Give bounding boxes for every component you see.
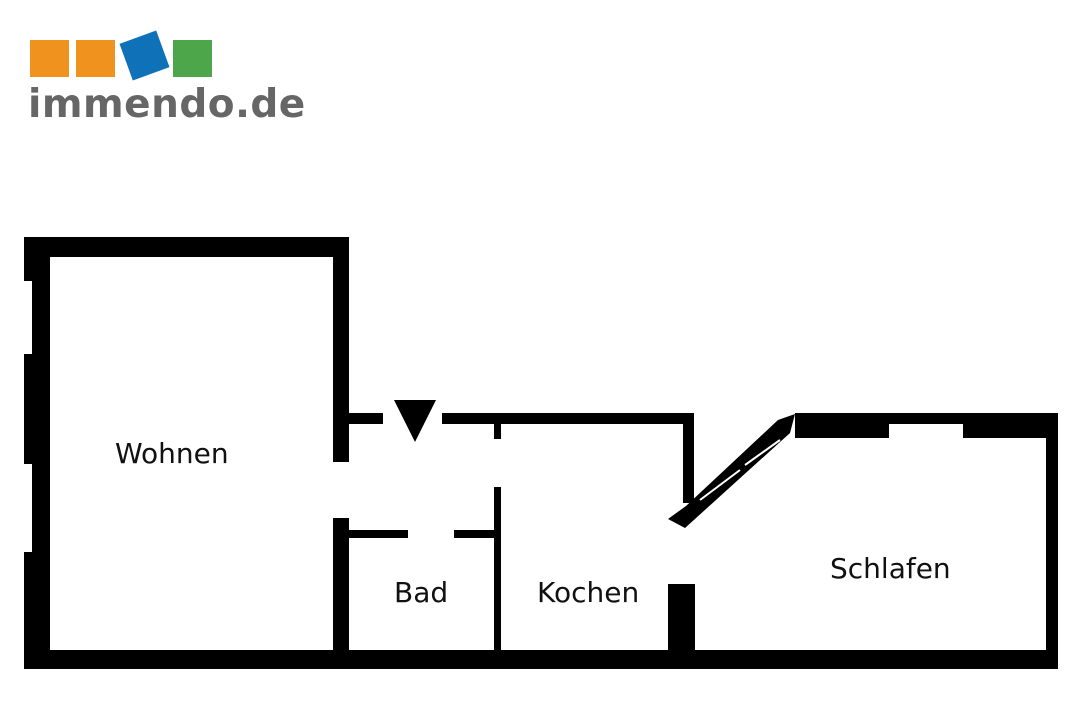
schlafen-wall-top-2 — [963, 413, 1058, 438]
bottom-wall — [24, 650, 1058, 669]
schlafen-wall-top-1 — [795, 413, 889, 438]
room-label-wohnen: Wohnen — [115, 437, 229, 470]
wohnen-wall-right-lower — [333, 518, 349, 658]
wohnen-wall-left-window-2 — [32, 464, 50, 552]
entrance-marker-icon — [394, 400, 436, 442]
kochen-wall-right-lower — [668, 584, 695, 658]
bad-wall-top-right — [454, 530, 500, 538]
wohnen-wall-right-upper — [333, 237, 349, 462]
schlafen-wall-right — [1046, 413, 1058, 669]
flur-wall-top-left — [333, 413, 383, 424]
wohnen-wall-left-2 — [24, 354, 50, 464]
logo-squares — [30, 30, 212, 81]
kochen-wall-right-upper — [683, 413, 694, 503]
bad-wall-top-left — [333, 530, 408, 538]
wohnen-wall-left-1 — [24, 237, 50, 281]
schlafen-wall-top-window — [889, 413, 963, 424]
flur-wall-top-right — [442, 413, 694, 424]
wohnen-wall-left-3 — [24, 552, 50, 669]
kochen-wall-stub-top — [494, 424, 501, 439]
wohnen-wall-left-window-1 — [32, 281, 50, 354]
wohnen-wall-top — [24, 237, 349, 257]
room-label-schlafen: Schlafen — [830, 552, 951, 585]
logo-square-blue — [119, 30, 170, 81]
immendo-logo: immendo.de — [0, 0, 320, 140]
kochen-wall-left — [494, 487, 501, 657]
logo-text: immendo.de — [28, 82, 306, 127]
logo-square-green — [173, 40, 212, 77]
logo-square-orange-1 — [30, 40, 69, 77]
room-label-bad: Bad — [394, 576, 449, 609]
logo-square-orange-2 — [76, 40, 115, 77]
room-label-kochen: Kochen — [537, 576, 640, 609]
